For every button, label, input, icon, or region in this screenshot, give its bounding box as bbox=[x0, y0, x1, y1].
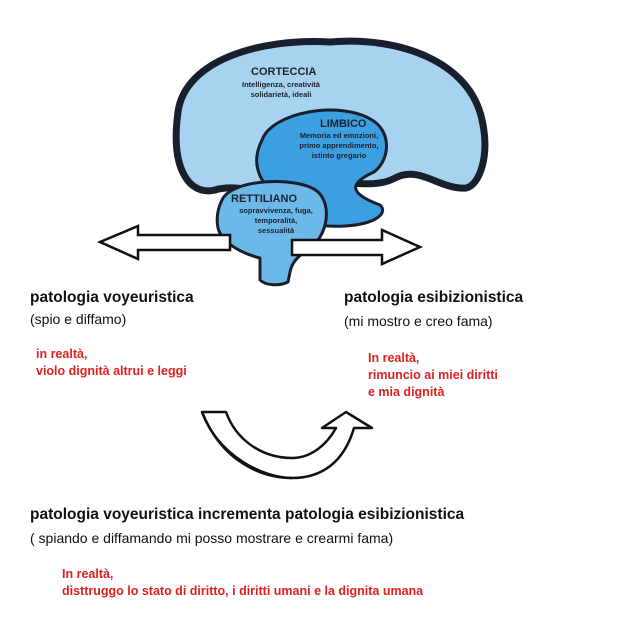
bottom-heading-a: patologia voyeuristica incrementa bbox=[30, 506, 281, 523]
bottom-heading-b: patologia esibizionistica bbox=[284, 506, 465, 523]
curved-arrow-stroke bbox=[200, 411, 293, 480]
exhib-reality: In realtà, rimuncio ai miei diritti e mi… bbox=[368, 350, 498, 401]
limbic-title: LIMBICO bbox=[320, 118, 367, 130]
limbic-line: istinto gregario bbox=[311, 151, 367, 160]
voyeur-reality-line: in realtà, bbox=[36, 347, 88, 361]
cortex-description: Intelligenza, creatività solidarietà, id… bbox=[232, 80, 330, 100]
voyeur-reality-line: violo dignità altrui e leggi bbox=[36, 364, 187, 378]
curved-arrow bbox=[200, 410, 374, 480]
right-arrow bbox=[290, 228, 424, 266]
reptilian-description: sopravvivenza, fuga, temporalità, sessua… bbox=[226, 206, 326, 236]
limbic-line: primo apprendimento, bbox=[299, 141, 379, 150]
cortex-line: Intelligenza, creatività bbox=[242, 80, 320, 89]
exhib-reality-line: e mia dignità bbox=[368, 385, 445, 399]
exhib-reality-line: rimuncio ai miei diritti bbox=[368, 368, 498, 382]
reptilian-shape bbox=[215, 180, 328, 287]
reptilian-title: RETTILIANO bbox=[231, 193, 297, 205]
cortex-title: CORTECCIA bbox=[251, 66, 317, 78]
voyeur-heading: patologia voyeuristica bbox=[30, 289, 194, 306]
bottom-heading: patologia voyeuristica incrementa patolo… bbox=[30, 506, 464, 524]
cortex-line: solidarietà, ideali bbox=[250, 90, 312, 99]
limbic-description: Memoria ed emozioni, primo apprendimento… bbox=[285, 131, 393, 161]
exhib-heading: patologia esibizionistica bbox=[344, 289, 524, 306]
cortex-label-group: CORTECCIA bbox=[251, 66, 316, 78]
reptilian-line: sessualità bbox=[257, 226, 295, 235]
bottom-reality-line: disttruggo lo stato di diritto, i diritt… bbox=[62, 584, 424, 598]
limbic-line: Memoria ed emozioni, bbox=[299, 131, 379, 140]
exhib-subtitle: (mi mostro e creo fama) bbox=[344, 313, 493, 329]
exhib-reality-line: In realtà, bbox=[368, 351, 420, 365]
reptilian-line: sopravvivenza, fuga, bbox=[239, 206, 313, 215]
reptilian-line: temporalità, bbox=[254, 216, 298, 225]
voyeur-reality: in realtà, violo dignità altrui e leggi bbox=[36, 346, 187, 380]
bottom-subtitle: ( spiando e diffamando mi posso mostrare… bbox=[30, 530, 394, 546]
bottom-reality-line: In realtà, bbox=[62, 567, 114, 581]
bottom-reality: In realtà, disttruggo lo stato di diritt… bbox=[62, 566, 423, 600]
left-arrow bbox=[96, 224, 232, 261]
voyeur-subtitle: (spio e diffamo) bbox=[30, 311, 127, 327]
